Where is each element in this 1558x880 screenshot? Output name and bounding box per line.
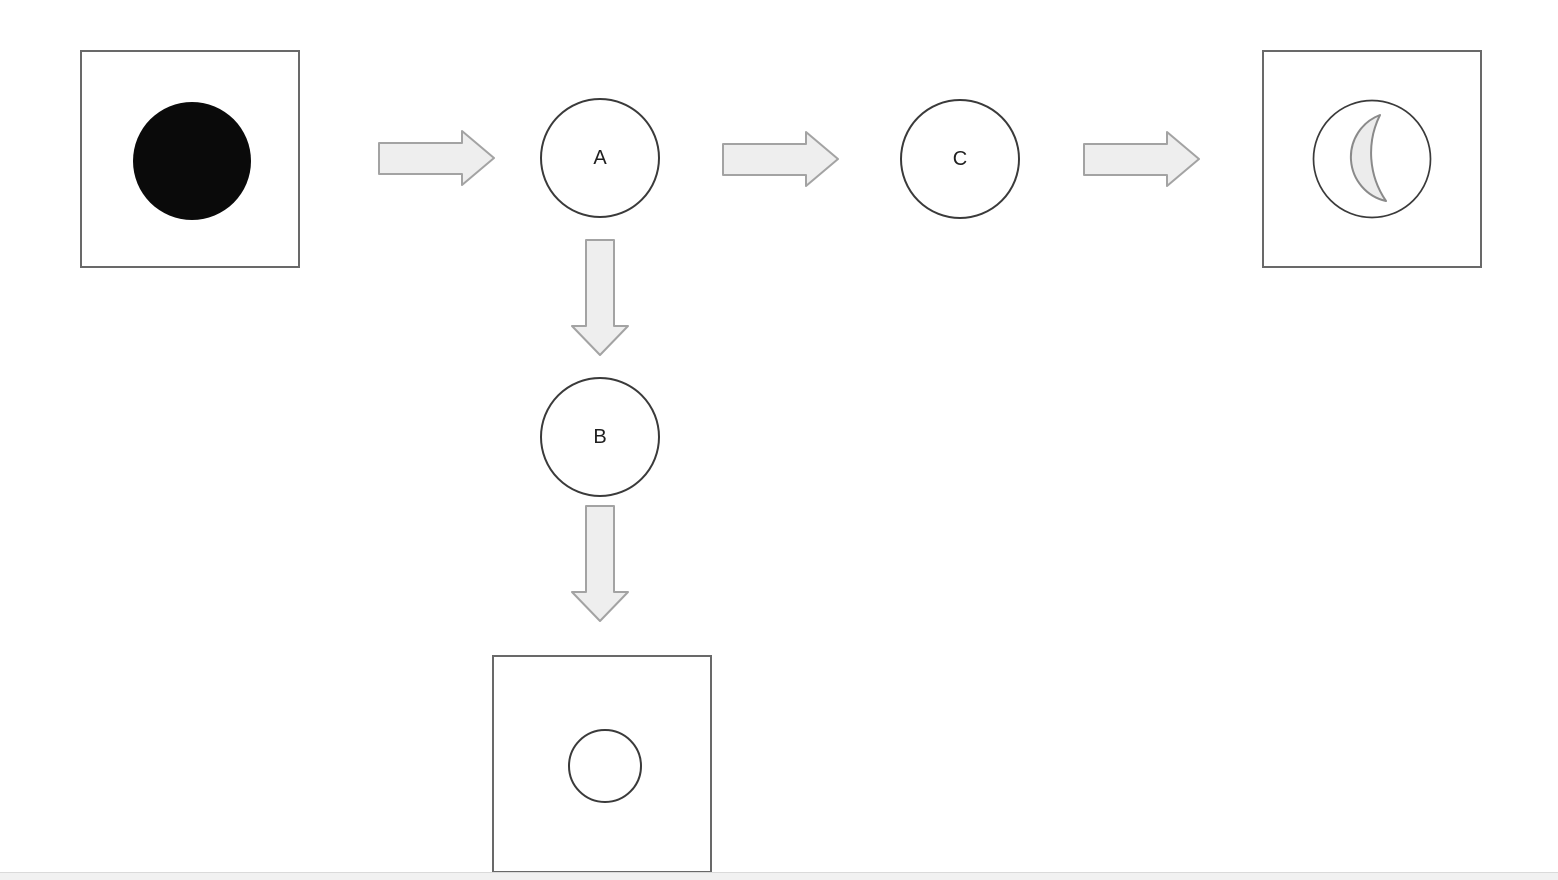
node-c-label: C (952, 147, 968, 170)
node-b-circle: B (540, 377, 660, 497)
arrow-b-to-dot (571, 505, 629, 623)
block-arrow-down-icon (571, 239, 629, 356)
small-outlined-circle-icon (568, 729, 642, 803)
block-arrow-right-icon (378, 130, 495, 186)
start-box (80, 50, 300, 268)
node-b-label: B (593, 425, 607, 448)
block-arrow-down-icon (571, 505, 629, 622)
crescent-moon-icon (1312, 99, 1432, 219)
dot-box (492, 655, 712, 873)
arrow-c-to-moon (1083, 131, 1201, 187)
block-arrow-right-icon (722, 131, 839, 187)
arrow-a-to-c (722, 131, 840, 187)
filled-black-circle-icon (133, 102, 251, 220)
arrow-start-to-a (378, 130, 496, 186)
arrow-a-to-b (571, 239, 629, 357)
block-arrow-right-icon (1083, 131, 1200, 187)
page-bottom-bar (0, 872, 1558, 880)
node-c-circle: C (900, 99, 1020, 219)
node-a-circle: A (540, 98, 660, 218)
moon-box (1262, 50, 1482, 268)
node-a-label: A (593, 146, 607, 169)
